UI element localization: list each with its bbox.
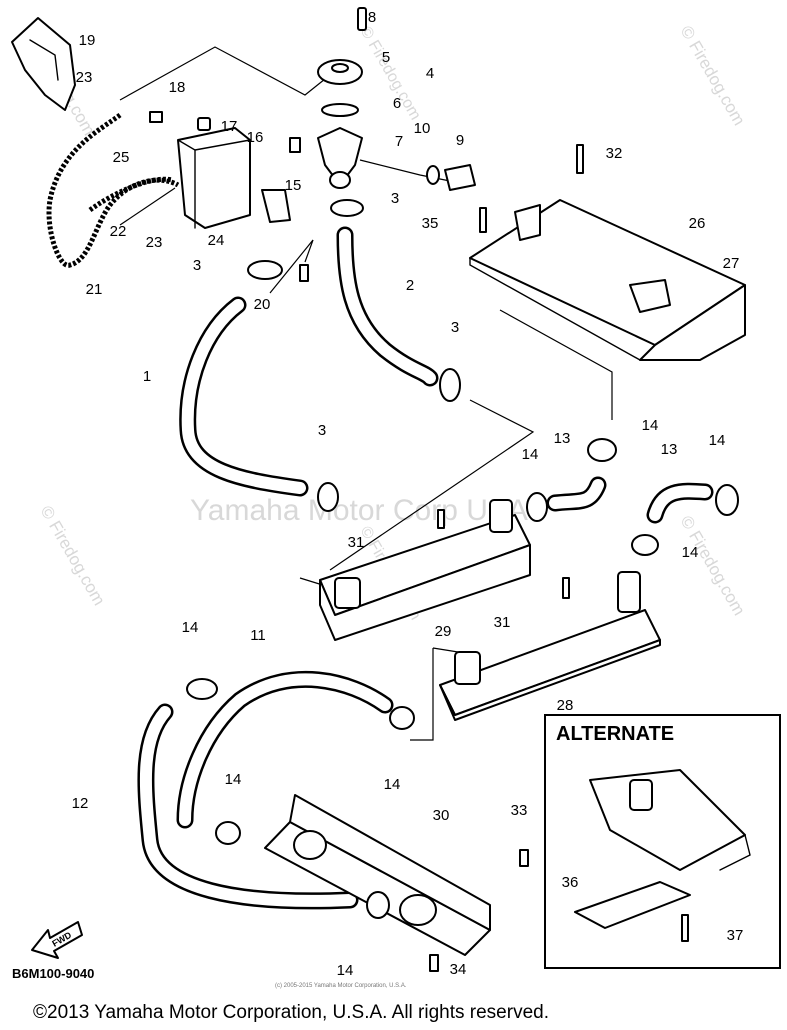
callout-c29: 29 bbox=[435, 623, 452, 640]
callout-c9: 9 bbox=[456, 132, 464, 149]
overflow-tubes bbox=[46, 112, 180, 268]
bracket-24 bbox=[149, 111, 309, 282]
watermark-center: Yamaha Motor Corp USA bbox=[190, 494, 528, 527]
callout-c14h: 14 bbox=[337, 962, 354, 979]
heat-exchanger-26 bbox=[469, 144, 746, 361]
callout-c14f: 14 bbox=[384, 776, 401, 793]
callout-c30: 30 bbox=[433, 807, 450, 824]
callout-c31a: 31 bbox=[348, 534, 365, 551]
callout-c12: 12 bbox=[72, 795, 89, 812]
heat-exchanger-29 bbox=[319, 499, 531, 641]
callout-c14e: 14 bbox=[182, 619, 199, 636]
callout-c19: 19 bbox=[79, 32, 96, 49]
heat-exchanger-30 bbox=[264, 794, 529, 972]
watermark-site-1: © Firedog.com bbox=[677, 23, 749, 129]
callout-c32: 32 bbox=[606, 145, 623, 162]
callout-c3b: 3 bbox=[193, 257, 201, 274]
hose-clamps bbox=[186, 199, 739, 919]
callout-c2: 2 bbox=[406, 277, 414, 294]
callout-c14d: 14 bbox=[682, 544, 699, 561]
callout-c10: 10 bbox=[414, 120, 431, 137]
callout-c11: 11 bbox=[250, 627, 266, 644]
callout-c3a: 3 bbox=[391, 190, 399, 207]
hose-11 bbox=[176, 671, 394, 829]
callout-c35: 35 bbox=[422, 215, 439, 232]
watermark-site-6: © Firedog.com bbox=[357, 24, 424, 124]
callout-c20: 20 bbox=[254, 296, 271, 313]
callout-c15: 15 bbox=[285, 177, 302, 194]
callout-c27: 27 bbox=[723, 255, 740, 272]
callout-c24: 24 bbox=[208, 232, 225, 249]
callout-c5: 5 bbox=[382, 49, 390, 66]
callout-c26: 26 bbox=[689, 215, 706, 232]
callout-c3c: 3 bbox=[451, 319, 459, 336]
callout-c21: 21 bbox=[86, 281, 103, 298]
callout-c14c: 14 bbox=[522, 446, 539, 463]
callout-c14a: 14 bbox=[642, 417, 659, 434]
callout-c23a: 23 bbox=[76, 69, 93, 86]
callout-c34: 34 bbox=[450, 961, 467, 978]
callout-c23b: 23 bbox=[146, 234, 163, 251]
cover-19 bbox=[11, 17, 76, 111]
callout-c13a: 13 bbox=[554, 430, 571, 447]
forward-arrow: FWD bbox=[31, 921, 83, 959]
alternate-inset: ALTERNATE bbox=[544, 714, 781, 969]
callout-numbers: 1233334567891011121313141414141414141415… bbox=[72, 9, 744, 979]
temp-sender bbox=[426, 164, 476, 191]
alternate-title: ALTERNATE bbox=[556, 723, 674, 745]
small-copyright: (c) 2005-2015 Yamaha Motor Corporation, … bbox=[275, 983, 407, 989]
callout-c8: 8 bbox=[368, 9, 376, 26]
callout-c16: 16 bbox=[247, 129, 264, 146]
hoses bbox=[137, 226, 714, 910]
part-code: B6M100-9040 bbox=[12, 966, 94, 981]
callout-c25: 25 bbox=[113, 149, 130, 166]
callout-c17: 17 bbox=[221, 118, 238, 135]
thermostat-housing bbox=[317, 7, 367, 189]
callout-c22: 22 bbox=[110, 223, 127, 240]
watermark-site-3: © Firedog.com bbox=[37, 503, 109, 609]
callout-c13b: 13 bbox=[661, 441, 678, 458]
callout-c31b: 31 bbox=[494, 614, 511, 631]
callout-c14g: 14 bbox=[225, 771, 242, 788]
callout-c18: 18 bbox=[169, 79, 186, 96]
callout-c14b: 14 bbox=[709, 432, 726, 449]
callout-c4: 4 bbox=[426, 65, 434, 82]
callout-c6: 6 bbox=[393, 95, 401, 112]
callout-c33: 33 bbox=[511, 802, 528, 819]
heat-exchanger-28 bbox=[439, 571, 661, 721]
callout-c1: 1 bbox=[143, 368, 151, 385]
reservoir-tank bbox=[177, 117, 251, 229]
callout-c3d: 3 bbox=[318, 422, 326, 439]
callout-c28: 28 bbox=[557, 697, 574, 714]
callout-c37: 37 bbox=[727, 927, 744, 944]
tube-22 bbox=[88, 176, 173, 213]
callout-c7: 7 bbox=[395, 133, 403, 150]
callout-c36: 36 bbox=[562, 874, 579, 891]
footer-copyright: ©2013 Yamaha Motor Corporation, U.S.A. A… bbox=[33, 1002, 549, 1023]
watermark-site-2: © Firedog.com bbox=[677, 513, 749, 619]
